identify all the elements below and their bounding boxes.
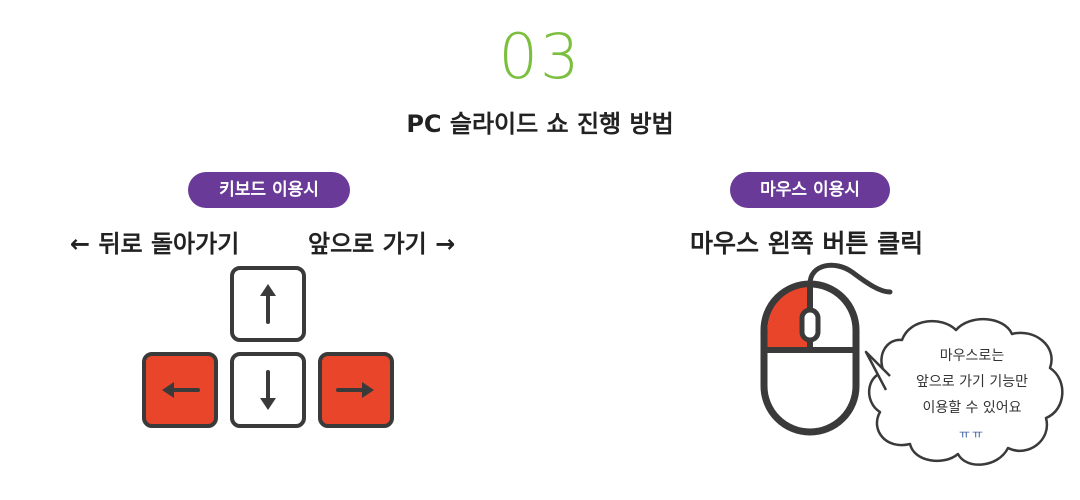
- bubble-line-1: 마우스로는: [939, 348, 1005, 364]
- right-arrow-icon: [336, 382, 374, 398]
- keyboard-badge: 키보드 이용시: [188, 172, 350, 208]
- mouse-icon: [760, 262, 893, 436]
- up-arrow-icon: [260, 284, 276, 324]
- left-arrow-key[interactable]: [142, 352, 218, 428]
- speech-cloud-icon: [864, 317, 1064, 466]
- bubble-line-2: 앞으로 가기 기능만: [916, 374, 1028, 390]
- up-arrow-key[interactable]: [230, 266, 306, 342]
- mouse-heading: 마우스 왼쪽 버튼 클릭: [690, 229, 924, 258]
- bubble-line-4: ㅠㅠ: [958, 427, 986, 441]
- back-label: ← 뒤로 돌아가기: [70, 230, 240, 258]
- mouse-badge: 마우스 이용시: [730, 172, 890, 208]
- left-arrow-icon: [162, 382, 200, 398]
- down-arrow-icon: [260, 370, 276, 410]
- down-arrow-key[interactable]: [230, 352, 306, 428]
- forward-label: 앞으로 가기 →: [308, 230, 456, 258]
- right-arrow-key[interactable]: [318, 352, 394, 428]
- bubble-line-3: 이용할 수 있어요: [922, 400, 1022, 416]
- step-number: 03: [498, 20, 582, 93]
- page-title: PC 슬라이드 쇼 진행 방법: [406, 110, 674, 138]
